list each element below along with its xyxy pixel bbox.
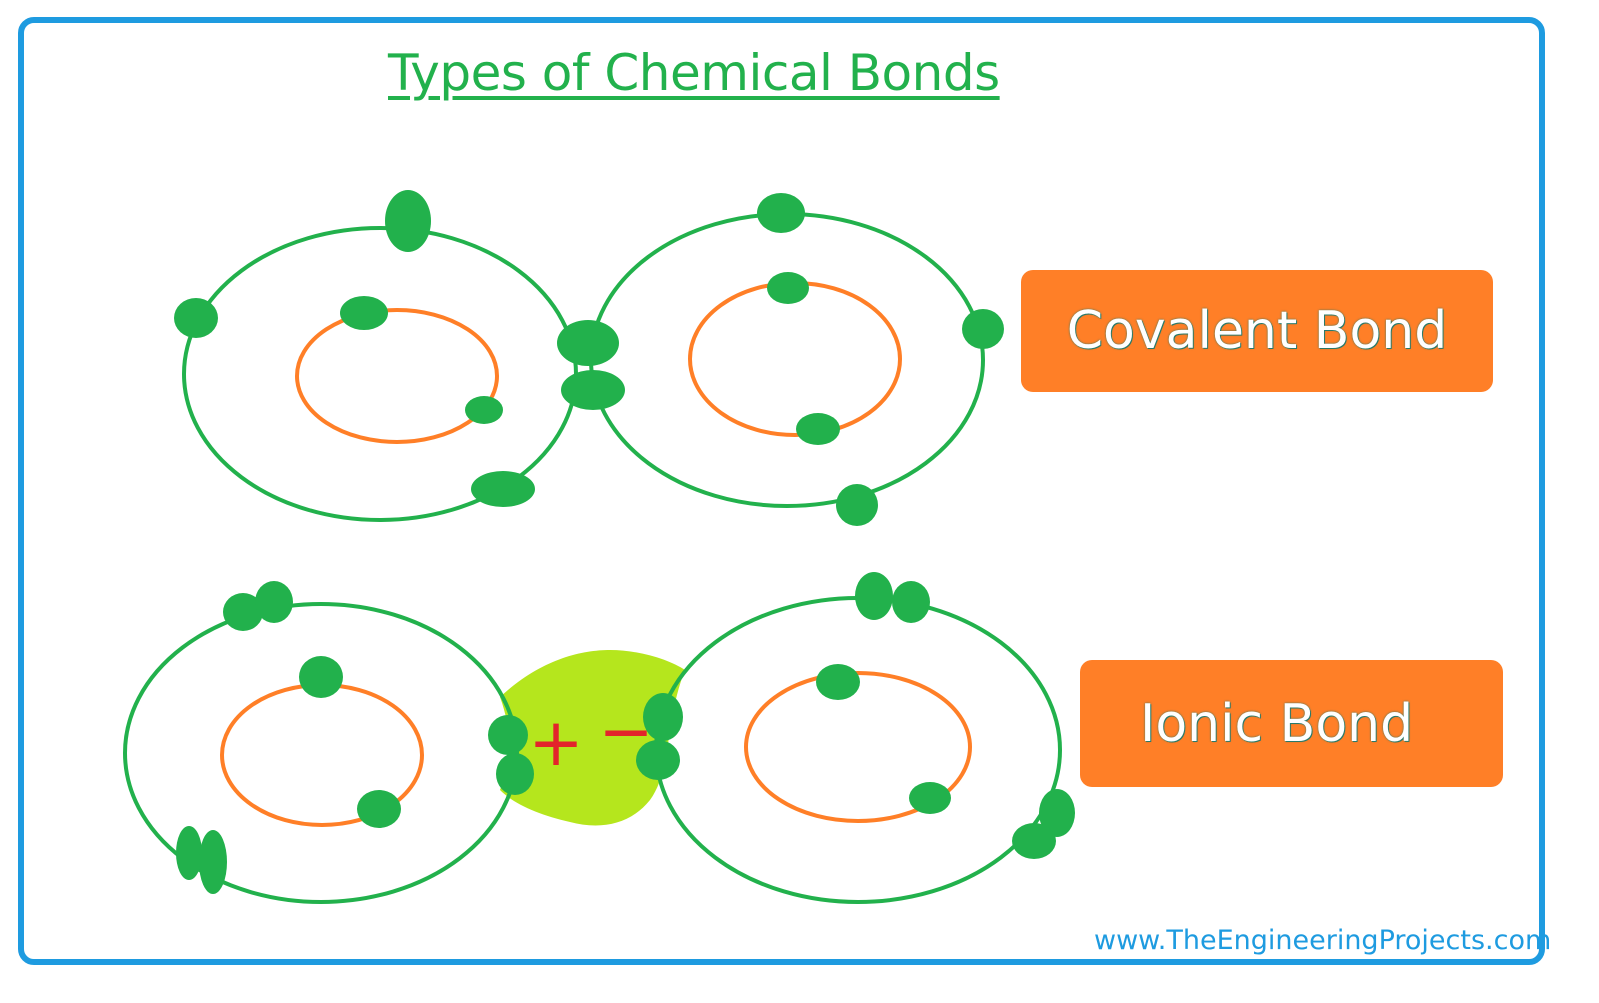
electron <box>496 753 534 795</box>
ionic-left-outer-orbit <box>123 602 519 904</box>
diagram-frame <box>18 17 1545 965</box>
covalent-bond-label: Covalent Bond <box>1021 270 1493 392</box>
electron <box>1039 789 1075 837</box>
electron <box>892 581 930 623</box>
ionic-bond-label: Ionic Bond <box>1080 660 1503 787</box>
electron <box>636 740 680 780</box>
website-url: www.TheEngineeringProjects.com <box>1094 925 1552 956</box>
ionic-bond-label-text: Ionic Bond <box>1140 693 1414 754</box>
electron <box>643 693 683 741</box>
electron <box>767 272 809 304</box>
electron <box>1012 823 1056 859</box>
positive-charge: + <box>528 704 583 781</box>
electron <box>340 296 388 330</box>
covalent-bond-diagram <box>174 190 1004 526</box>
electron <box>488 715 528 755</box>
electron <box>176 826 202 880</box>
electron <box>816 664 860 700</box>
shared-electron <box>557 320 619 366</box>
electron <box>796 413 840 445</box>
electron <box>385 190 431 252</box>
electron <box>757 193 805 233</box>
covalent-bond-label-text: Covalent Bond <box>1066 301 1448 361</box>
electron <box>357 790 401 828</box>
covalent-left-inner-orbit <box>295 308 499 444</box>
ionic-right-outer-orbit <box>654 596 1062 904</box>
shared-electron <box>561 370 625 410</box>
electron <box>471 471 535 507</box>
electron <box>255 581 293 623</box>
electron <box>174 298 218 338</box>
electron <box>855 572 893 620</box>
electron <box>199 830 227 894</box>
electron <box>465 396 503 424</box>
covalent-right-inner-orbit <box>688 281 902 437</box>
electron <box>962 309 1004 349</box>
covalent-right-outer-orbit <box>589 212 985 508</box>
ionic-bond-diagram: + − <box>123 572 1075 904</box>
electron <box>223 593 263 631</box>
electron <box>909 782 951 814</box>
electron <box>836 484 878 526</box>
electron <box>299 656 343 698</box>
negative-charge: − <box>598 693 653 770</box>
ionic-attraction-region <box>500 650 685 826</box>
ionic-right-inner-orbit <box>744 671 972 823</box>
page-title: Types of Chemical Bonds <box>388 44 1000 102</box>
